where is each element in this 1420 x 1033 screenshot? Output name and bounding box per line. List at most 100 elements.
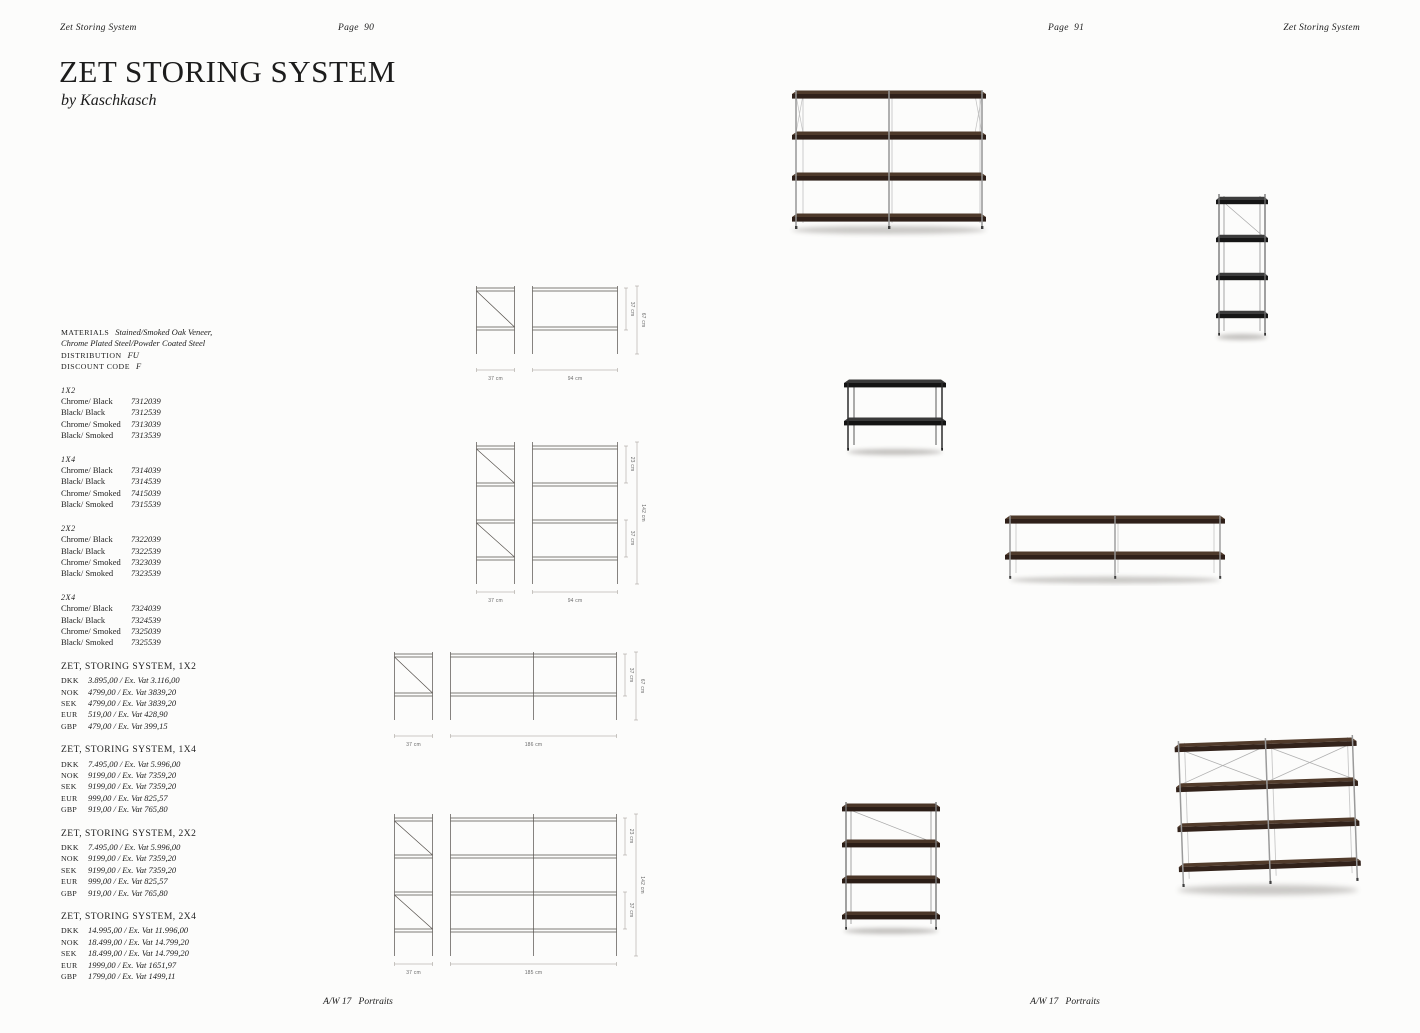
photo-shelving-2x4-dark-oak-chrome-angled — [1174, 734, 1361, 895]
price-amount: 519,00 / Ex. Vat 428,90 — [88, 709, 168, 720]
photo-shelving-1x4-black — [1216, 194, 1268, 340]
shelves — [842, 803, 940, 920]
photo-shelving-2x4-dark-oak-chrome — [792, 90, 986, 234]
variant-finish: Black/ Smoked — [61, 637, 114, 648]
price-amount: 18.499,00 / Ex. Vat 14.799,20 — [88, 936, 189, 947]
variant-row: Black/ Smoked 7313539 — [61, 430, 321, 441]
variant-row: Black/ Black 7322539 — [61, 546, 321, 557]
rear-posts — [1223, 196, 1261, 331]
variant-sku: 7313039 — [131, 418, 161, 429]
price-amount: 4799,00 / Ex. Vat 3839,20 — [88, 697, 177, 708]
price-group-2x2: ZET, STORING SYSTEM, 2X2 DKK 7.495,00 / … — [61, 829, 321, 899]
price-currency: DKK — [61, 926, 79, 936]
variant-row: Black/ Smoked 7315539 — [61, 499, 321, 510]
price-row: GBP 1799,00 / Ex. Vat 1499,11 — [61, 971, 321, 982]
price-currency: DKK — [61, 843, 79, 853]
front-elevation — [532, 442, 618, 584]
dim-depth: 37 cm — [406, 742, 421, 748]
variant-sku: 7323539 — [131, 568, 161, 579]
price-currency: DKK — [61, 759, 79, 769]
variant-finish: Chrome/ Smoked — [61, 487, 121, 498]
variant-group-1x2: 1X2 Chrome/ Black 7312039 Black/ Black 7… — [61, 385, 321, 442]
price-group-1x4: ZET, STORING SYSTEM, 1X4 DKK 7.495,00 / … — [61, 745, 321, 815]
rear-posts — [853, 384, 937, 445]
variant-sku: 7312039 — [131, 396, 161, 407]
price-amount: 9199,00 / Ex. Vat 7359,20 — [88, 864, 177, 875]
variant-sku: 7324539 — [131, 614, 161, 625]
materials-label: MATERIALS — [61, 328, 110, 337]
dim-height: 67 cm — [640, 313, 646, 328]
variant-finish: Chrome/ Smoked — [61, 556, 121, 567]
dim-gap-small: 23 cm — [629, 457, 635, 472]
variant-finish: Black/ Smoked — [61, 430, 114, 441]
price-row: GBP 919,00 / Ex. Vat 765,80 — [61, 804, 321, 815]
materials-value-1: Stained/Smoked Oak Veneer, — [115, 327, 213, 337]
variant-finish: Chrome/ Black — [61, 534, 113, 545]
front-elevation — [450, 652, 617, 720]
price-amount: 999,00 / Ex. Vat 825,57 — [88, 876, 168, 887]
drawing-1x4: 23 cm 37 cm 142 cm 37 cm 94 cm — [476, 441, 646, 604]
front-elevation — [532, 286, 618, 354]
feet — [1009, 576, 1222, 579]
variant-row: Black/ Smoked 7325539 — [61, 637, 321, 648]
running-head-left-title: Zet Storing System — [60, 23, 137, 33]
variant-finish: Black/ Black — [61, 545, 106, 556]
dimension-lines: 23 cm 37 cm 142 cm 37 cm 94 cm — [476, 441, 646, 604]
variant-finish: Chrome/ Smoked — [61, 418, 121, 429]
price-currency: NOK — [61, 771, 79, 780]
dim-shelf-gap: 37 cm — [628, 668, 634, 683]
price-row: EUR 999,00 / Ex. Vat 825,57 — [61, 876, 321, 887]
discount-code-value: F — [135, 361, 142, 372]
feet — [1182, 877, 1359, 888]
price-row: GBP 919,00 / Ex. Vat 765,80 — [61, 888, 321, 899]
price-row: SEK 4799,00 / Ex. Vat 3839,20 — [61, 698, 321, 709]
page-title: ZET STORING SYSTEM — [59, 54, 396, 89]
price-currency: EUR — [61, 960, 78, 970]
price-amount: 4799,00 / Ex. Vat 3839,20 — [88, 686, 177, 697]
footer-left: A/W 17 Portraits — [323, 997, 393, 1007]
rear-posts — [850, 804, 932, 924]
dim-width: 186 cm — [525, 742, 543, 748]
variant-finish: Chrome/ Black — [61, 465, 113, 476]
dim-shelf-gap: 37 cm — [629, 531, 635, 546]
distribution-value: FU — [127, 349, 139, 360]
variant-group-title: 2X2 — [61, 523, 76, 533]
photo-shelving-1x4-dark-oak — [842, 802, 940, 934]
shadow — [844, 928, 938, 934]
variant-group-2x4: 2X4 Chrome/ Black 7324039 Black/ Black 7… — [61, 592, 321, 649]
price-amount: 7.495,00 / Ex. Vat 5.996,00 — [88, 758, 181, 769]
variant-group-1x4: 1X4 Chrome/ Black 7314039 Black/ Black 7… — [61, 454, 321, 511]
price-currency: GBP — [61, 721, 78, 731]
running-head-right-title: Zet Storing System — [1283, 23, 1360, 33]
shadow — [792, 226, 986, 234]
price-amount: 1799,00 / Ex. Vat 1499,11 — [88, 971, 176, 982]
price-amount: 18.499,00 / Ex. Vat 14.799,20 — [88, 948, 189, 959]
variant-group-title: 2X4 — [61, 592, 76, 602]
variant-sku: 7324039 — [131, 603, 161, 614]
product-info-column: MATERIALS Stained/Smoked Oak Veneer, Chro… — [61, 327, 321, 983]
feet — [1218, 333, 1266, 336]
variant-sku: 7314039 — [131, 465, 161, 476]
materials-value-2: Chrome Plated Steel/Powder Coated Steel — [61, 338, 206, 349]
feet — [847, 448, 943, 451]
price-currency: GBP — [61, 888, 78, 898]
cross-braces — [795, 94, 983, 134]
variant-finish: Black/ Black — [61, 614, 106, 625]
variant-finish: Chrome/ Black — [61, 603, 113, 614]
price-currency: SEK — [61, 782, 77, 792]
price-amount: 999,00 / Ex. Vat 825,57 — [88, 792, 168, 803]
variant-sku: 7322039 — [131, 534, 161, 545]
running-head-left-page-number: Page 90 — [338, 23, 375, 33]
price-row: DKK 3.895,00 / Ex. Vat 3.116,00 — [61, 675, 321, 686]
drawing-2x2: 37 cm 67 cm 37 cm 186 cm — [394, 651, 645, 748]
variant-row: Chrome/ Black 7312039 — [61, 396, 321, 407]
dim-width: 185 cm — [525, 970, 543, 976]
price-row: DKK 7.495,00 / Ex. Vat 5.996,00 — [61, 842, 321, 853]
variant-row: Chrome/ Smoked 7325039 — [61, 626, 321, 637]
variant-sku: 7325539 — [131, 637, 161, 648]
price-row: GBP 479,00 / Ex. Vat 399,15 — [61, 721, 321, 732]
variant-sku: 7314539 — [131, 476, 161, 487]
variant-row: Chrome/ Black 7314039 — [61, 465, 321, 476]
variant-row: Black/ Smoked 7323539 — [61, 568, 321, 579]
price-group-title: ZET, STORING SYSTEM, 2X2 — [61, 828, 197, 839]
